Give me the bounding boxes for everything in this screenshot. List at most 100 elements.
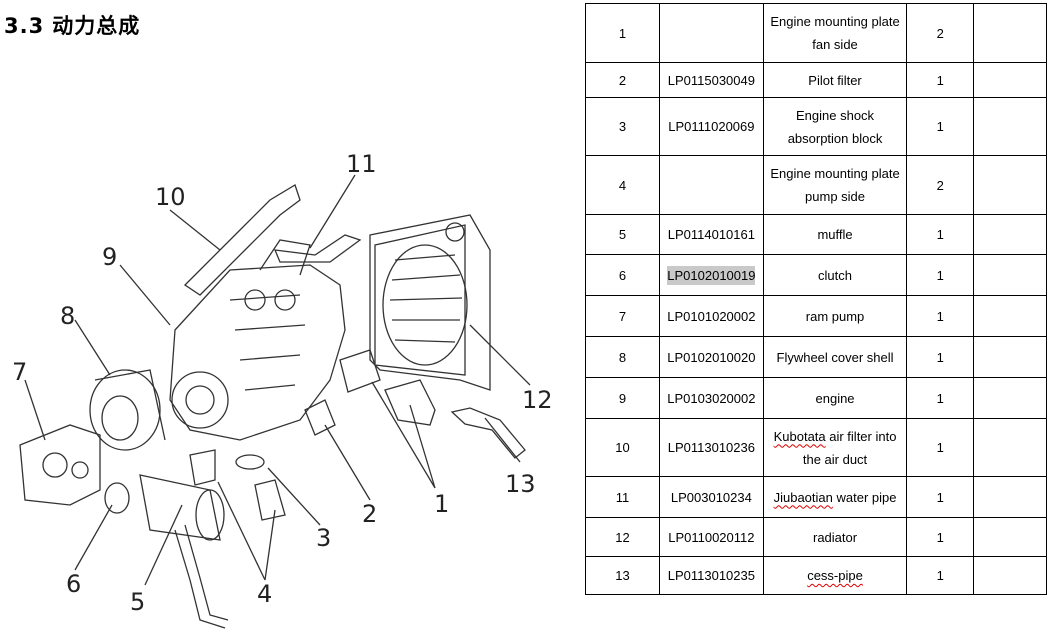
- section-title: 动力总成: [52, 14, 141, 38]
- cell-quantity: 1: [906, 476, 975, 518]
- cell-remarks: [973, 418, 1047, 477]
- part-code: LP0113010235: [667, 568, 755, 583]
- part-name-line: fan side: [812, 37, 858, 52]
- cell-remarks: [973, 214, 1047, 255]
- cell-item-no: 11: [585, 476, 660, 518]
- cell-item-no: 9: [585, 377, 660, 419]
- cell-part-code: [658, 155, 764, 215]
- cell-part-code: LP0115030049: [658, 62, 764, 98]
- section-heading: 3.3 动力总成: [4, 10, 140, 40]
- part-code: LP0111020069: [668, 119, 755, 134]
- callout-3: 3: [316, 524, 331, 552]
- part-code: LP0102010020: [667, 349, 756, 365]
- cell-part-name: Pilot filter: [762, 62, 908, 98]
- part-name-line: Jiubaotian water pipe: [773, 489, 897, 505]
- callout-1: 1: [434, 490, 449, 518]
- cell-part-name: clutch: [762, 254, 908, 296]
- part-code: LP0115030049: [667, 72, 755, 88]
- cell-remarks: [973, 476, 1047, 518]
- part-name-line: Engine mounting plate: [770, 14, 900, 29]
- cell-quantity: 2: [906, 155, 975, 215]
- part-name-line: Kubotata air filter into: [773, 428, 897, 444]
- cell-item-no: 12: [585, 517, 660, 557]
- table-row: 11 LP003010234 Jiubaotian water pipe 1: [585, 476, 1047, 518]
- cell-part-code: LP0113010235: [658, 556, 764, 595]
- part-code: LP0103020002: [667, 390, 756, 406]
- part-code: LP0110020112: [668, 529, 755, 545]
- cell-item-no: 4: [585, 155, 660, 215]
- cell-quantity: 1: [906, 295, 975, 337]
- callout-9: 9: [102, 243, 117, 271]
- section-number: 3.3: [4, 14, 45, 38]
- cell-remarks: [973, 3, 1047, 63]
- cell-part-name: radiator: [762, 517, 908, 557]
- cell-part-name: Kubotata air filter into the air duct: [762, 418, 908, 477]
- part-code: LP003010234: [670, 489, 752, 505]
- table-row: 3 LP0111020069 Engine shock absorption bloc…: [585, 97, 1047, 156]
- cell-part-name: engine: [762, 377, 908, 419]
- cell-item-no: 13: [585, 556, 660, 595]
- part-name-line: Flywheel cover shell: [776, 349, 894, 365]
- cell-item-no: 10: [585, 418, 660, 477]
- cell-part-name: Engine mounting plate fan side: [762, 3, 908, 63]
- callout-6: 6: [66, 570, 81, 598]
- part-name-line: absorption block: [787, 130, 883, 146]
- part-code: LP0102010019: [667, 265, 756, 285]
- cell-part-name: Flywheel cover shell: [762, 336, 908, 378]
- cell-remarks: [973, 97, 1047, 156]
- cell-quantity: 1: [906, 336, 975, 378]
- cell-remarks: [973, 556, 1047, 595]
- part-name-line: Engine shock: [796, 107, 875, 123]
- cell-part-code: LP0110020112: [658, 517, 764, 557]
- cell-item-no: 5: [585, 214, 660, 255]
- callout-7: 7: [12, 358, 27, 386]
- cell-part-code: LP0113010236: [658, 418, 764, 477]
- cell-item-no: 2: [585, 62, 660, 98]
- callout-5: 5: [130, 588, 145, 616]
- cell-part-code: LP0114010161: [658, 214, 764, 255]
- cell-part-code: LP0102010019: [658, 254, 764, 296]
- cell-item-no: 3: [585, 97, 660, 156]
- cell-part-name: ram pump: [762, 295, 908, 337]
- part-name-line: cess-pipe: [807, 568, 863, 583]
- part-code: LP0114010161: [667, 227, 755, 242]
- cell-part-code: LP0103020002: [658, 377, 764, 419]
- cell-quantity: 1: [906, 254, 975, 296]
- cell-part-name: muffle: [762, 214, 908, 255]
- cell-remarks: [973, 155, 1047, 215]
- cell-part-name: Engine shock absorption block: [762, 97, 908, 156]
- cell-part-code: LP0101020002: [658, 295, 764, 337]
- callout-10: 10: [155, 183, 186, 211]
- callout-2: 2: [362, 500, 377, 528]
- cell-remarks: [973, 377, 1047, 419]
- cell-remarks: [973, 254, 1047, 296]
- cell-part-name: cess-pipe: [762, 556, 908, 595]
- callout-11: 11: [346, 150, 377, 178]
- cell-quantity: 1: [906, 97, 975, 156]
- part-name-line: the air duct: [802, 451, 868, 467]
- cell-part-code: LP0111020069: [658, 97, 764, 156]
- cell-remarks: [973, 62, 1047, 98]
- cell-quantity: 1: [906, 517, 975, 557]
- cell-item-no: 7: [585, 295, 660, 337]
- callout-8: 8: [60, 302, 75, 330]
- cell-quantity: 2: [906, 3, 975, 63]
- cell-part-name: Jiubaotian water pipe: [762, 476, 908, 518]
- cell-quantity: 1: [906, 418, 975, 477]
- cell-part-code: LP0102010020: [658, 336, 764, 378]
- cell-quantity: 1: [906, 62, 975, 98]
- callout-12: 12: [522, 386, 553, 414]
- part-name-line: pump side: [805, 189, 866, 204]
- part-name-line: engine: [815, 390, 855, 406]
